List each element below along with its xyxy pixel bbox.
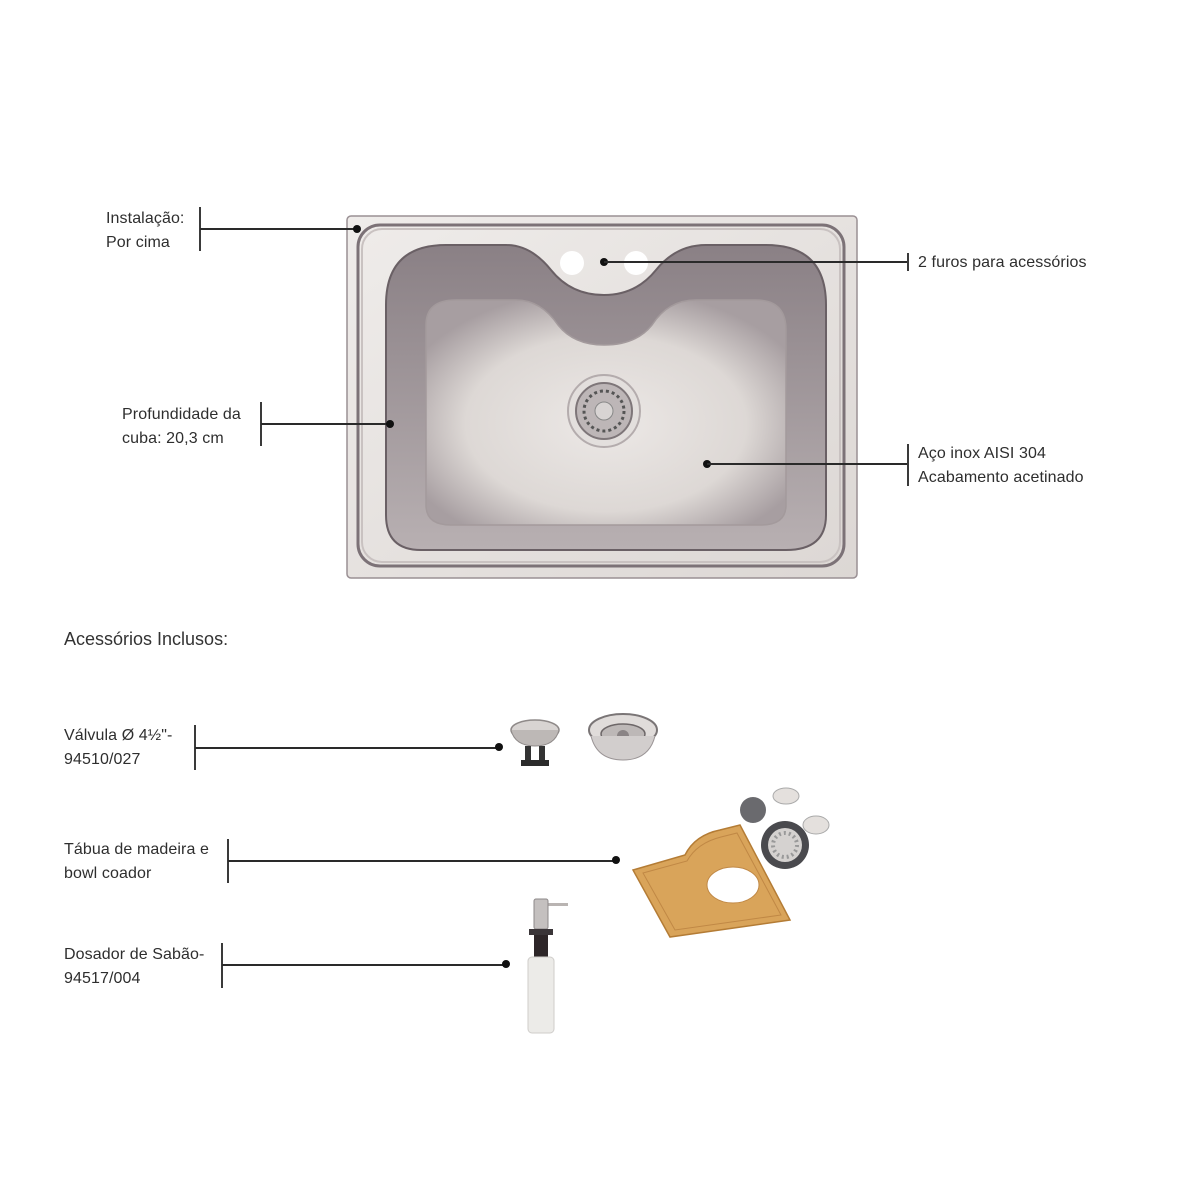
holes-leader-line	[604, 261, 908, 263]
soap-dispenser-label: Dosador de Sabão- 94517/004	[64, 946, 205, 987]
soap-dispenser-leader-line	[222, 964, 506, 966]
cutting-board-label: Tábua de madeira e bowl coador	[64, 841, 210, 882]
cutting-board-dot	[612, 856, 620, 864]
material-leader-line	[707, 463, 908, 465]
installation-dot	[353, 225, 361, 233]
holes-bracket	[907, 253, 909, 271]
cutting-board-icon	[631, 787, 830, 938]
accessories-title: Acessórios Inclusos:	[64, 629, 229, 649]
cutting-board-leader-line	[228, 860, 616, 862]
soap-dispenser-bracket	[221, 943, 223, 988]
soap-dispenser-icon	[527, 898, 568, 1034]
valve-leader-line	[195, 747, 500, 749]
depth-label: Profundidade da cuba: 20,3 cm	[122, 406, 241, 447]
soap-dispenser-dot	[502, 960, 510, 968]
drain-valve-icon	[510, 713, 658, 766]
depth-leader-line	[261, 423, 389, 425]
depth-dot	[386, 420, 394, 428]
material-label: Aço inox AISI 304 Acabamento acetinado	[918, 445, 1084, 486]
installation-leader-line	[200, 228, 355, 230]
valve-dot	[495, 743, 503, 751]
holes-label: 2 furos para acessórios	[918, 254, 1087, 271]
valve-label: Válvula Ø 4½"- 94510/027	[64, 727, 173, 768]
installation-label: Instalação: Por cima	[106, 210, 185, 251]
sink-image	[346, 215, 858, 579]
material-bracket	[907, 444, 909, 486]
